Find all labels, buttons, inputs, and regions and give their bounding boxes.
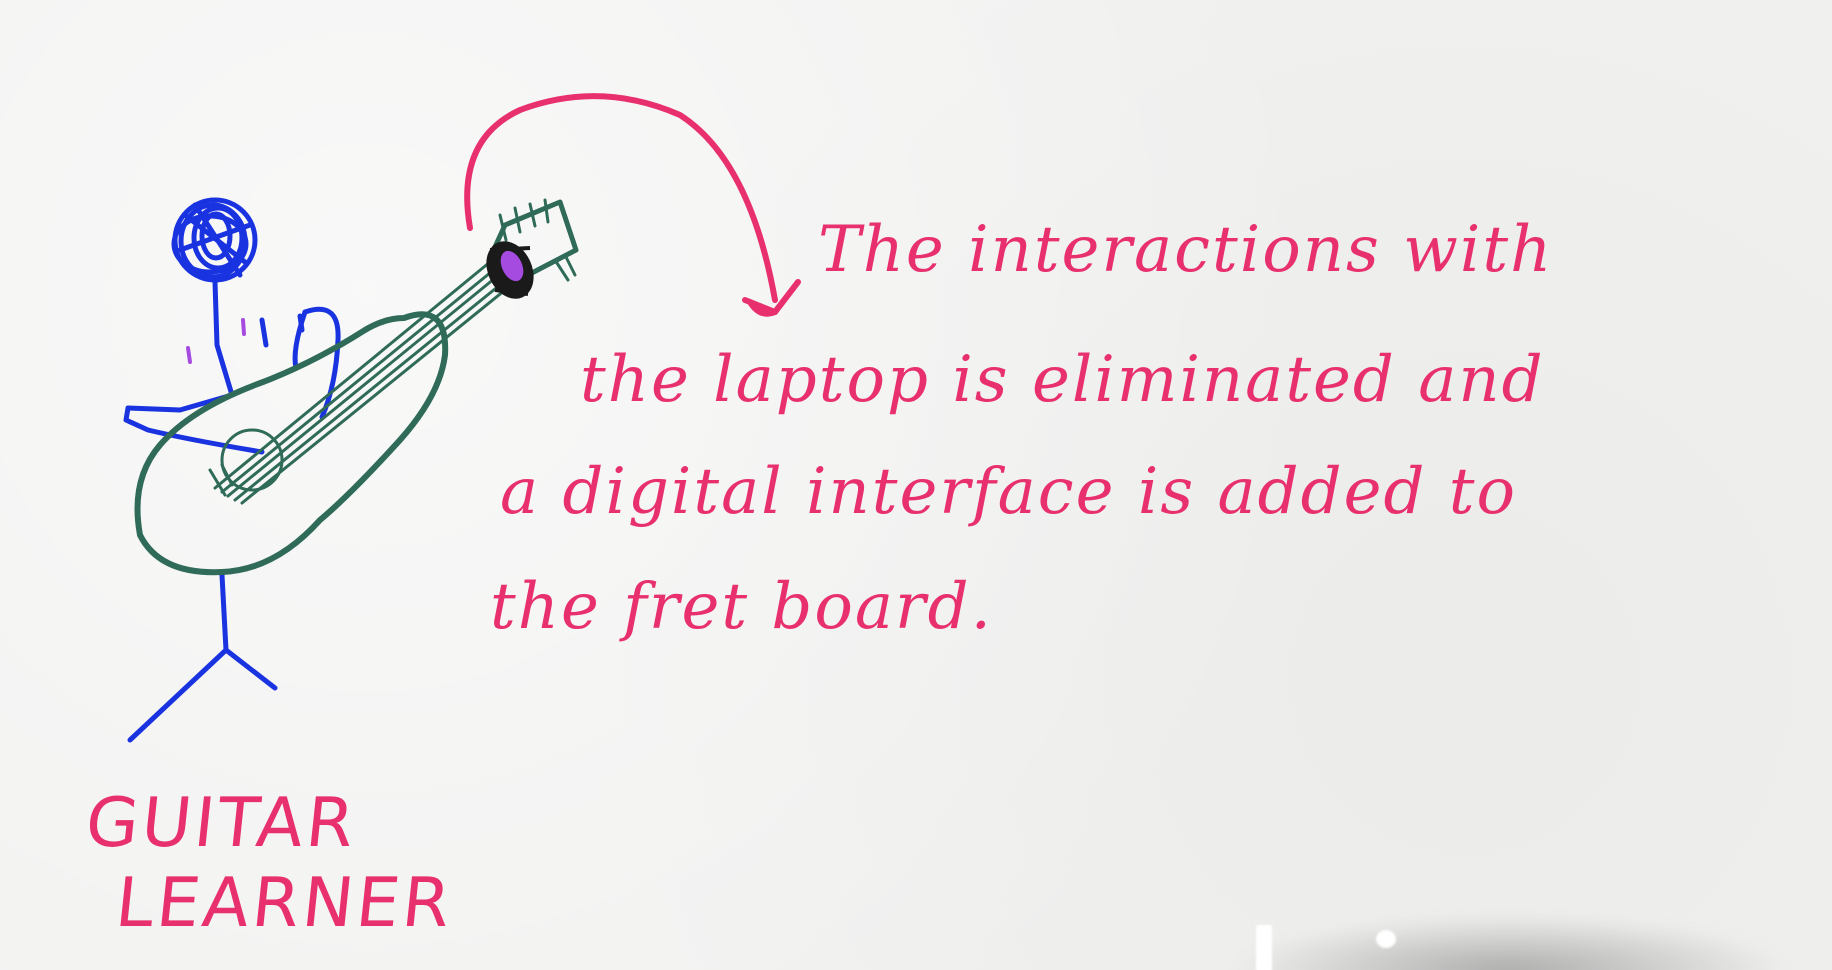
note-line-3: a digital interface is added to <box>500 455 1518 529</box>
figure-right-arm <box>302 306 341 420</box>
figure-left-arm <box>123 392 265 455</box>
figure-head <box>171 197 258 283</box>
blurred-smudge <box>1230 915 1790 970</box>
fretboard-device-icon <box>486 241 534 299</box>
figure-torso <box>212 279 235 398</box>
blurred-smudge-dot <box>1376 930 1396 948</box>
note-line-4: the fret board. <box>490 570 993 644</box>
figure-right-leg <box>223 647 278 691</box>
blurred-smudge-bar <box>1256 925 1272 970</box>
figure-body-line <box>219 572 229 653</box>
figure-left-leg <box>127 647 229 743</box>
guitar-icon <box>134 198 579 576</box>
curved-arrow-icon <box>464 93 801 317</box>
note-line-2: the laptop is eliminated and <box>580 343 1545 417</box>
guitar-neck <box>213 260 512 505</box>
stick-figure-icon <box>123 197 341 743</box>
caption-line-2: LEARNER <box>111 864 457 943</box>
note-line-1: The interactions with <box>818 213 1554 287</box>
caption-line-1: GUITAR <box>81 784 361 863</box>
guitar-body <box>134 311 449 576</box>
